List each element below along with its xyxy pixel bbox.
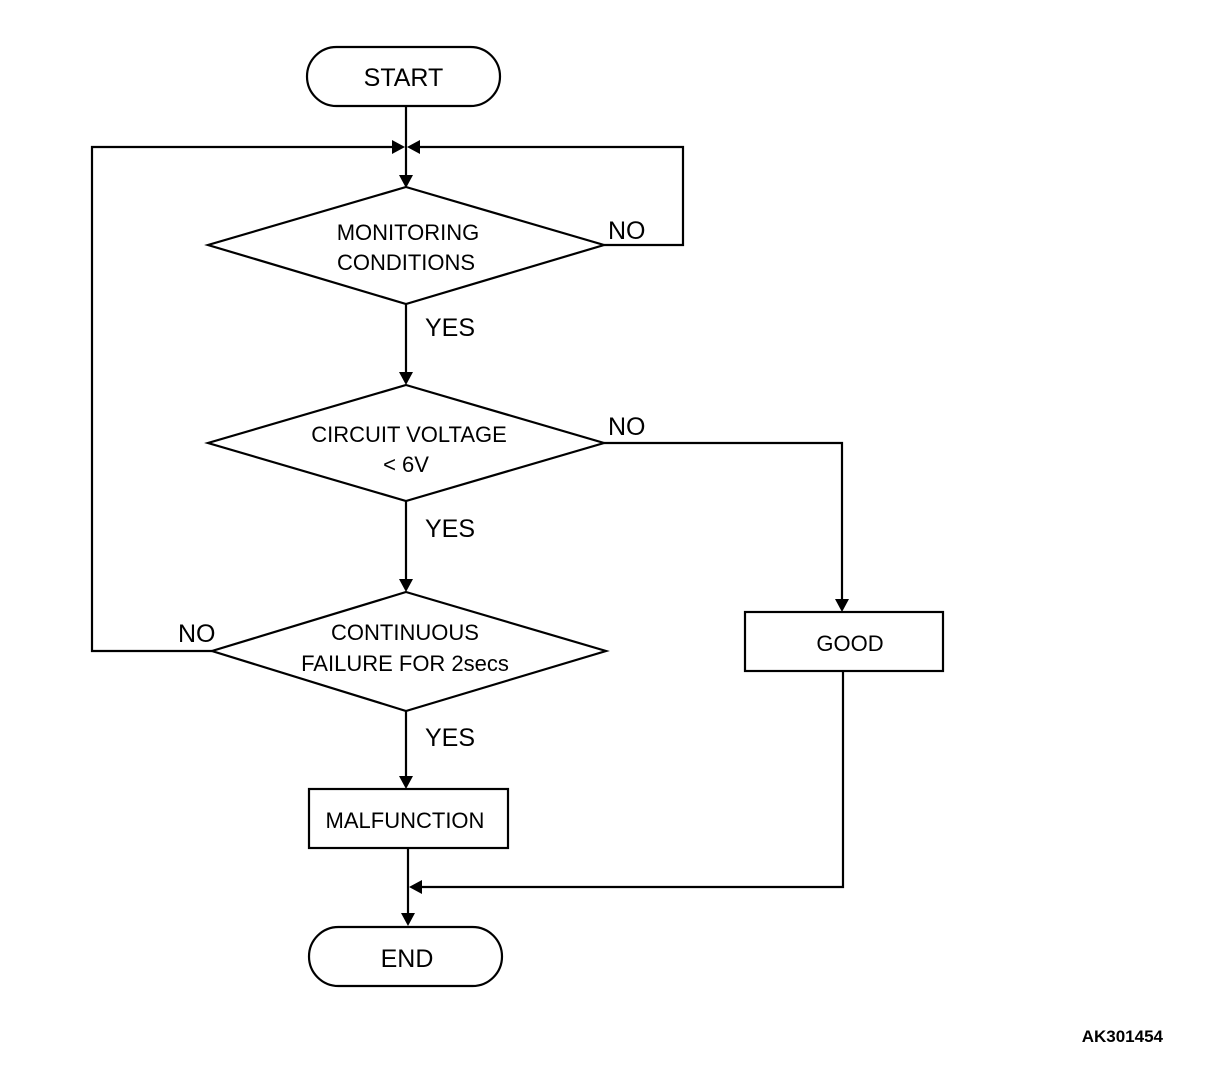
edge-voltage-no xyxy=(604,441,844,604)
good-label: GOOD xyxy=(816,631,883,656)
reference-code: AK301454 xyxy=(1082,1027,1164,1046)
arrowhead-down-icon xyxy=(399,579,413,592)
arrowhead-down-icon xyxy=(399,372,413,385)
start-terminal: START xyxy=(305,45,502,108)
continuous-label-line1: CONTINUOUS xyxy=(331,620,479,645)
voltage-yes-label: YES xyxy=(425,515,475,543)
arrowhead-left-icon xyxy=(407,140,420,154)
voltage-label-line2: < 6V xyxy=(383,452,429,477)
monitoring-label-line1: MONITORING xyxy=(337,220,480,245)
voltage-decision: CIRCUIT VOLTAGE < 6V xyxy=(204,383,608,503)
monitoring-decision: MONITORING CONDITIONS xyxy=(204,185,608,306)
branch-labels: NO YES NO YES NO YES xyxy=(178,217,646,752)
monitoring-label-line2: CONDITIONS xyxy=(337,250,475,275)
malfunction-process: MALFUNCTION xyxy=(307,787,510,850)
malfunction-label: MALFUNCTION xyxy=(326,808,485,833)
arrowhead-down-icon xyxy=(401,913,415,926)
arrowheads xyxy=(392,140,849,926)
connectors xyxy=(90,106,845,919)
edge-monitoring-no-loop xyxy=(416,145,685,247)
start-label: START xyxy=(364,64,444,92)
voltage-no-label: NO xyxy=(608,413,646,441)
arrowhead-down-icon xyxy=(835,599,849,612)
end-terminal: END xyxy=(307,925,504,988)
edge-good-to-end xyxy=(418,671,845,889)
arrowhead-left-icon xyxy=(409,880,422,894)
continuous-yes-label: YES xyxy=(425,724,475,752)
edge-continuous-no-loop xyxy=(90,145,396,653)
arrowhead-down-icon xyxy=(399,175,413,188)
good-process: GOOD xyxy=(743,610,945,673)
continuous-decision: CONTINUOUS FAILURE FOR 2secs xyxy=(208,590,610,713)
monitoring-yes-label: YES xyxy=(425,314,475,342)
end-label: END xyxy=(381,945,434,973)
arrowhead-right-icon xyxy=(392,140,405,154)
monitoring-no-label: NO xyxy=(608,217,646,245)
arrowhead-down-icon xyxy=(399,776,413,789)
voltage-label-line1: CIRCUIT VOLTAGE xyxy=(311,422,507,447)
continuous-label-line2: FAILURE FOR 2secs xyxy=(301,651,509,676)
continuous-no-label: NO xyxy=(178,620,216,648)
